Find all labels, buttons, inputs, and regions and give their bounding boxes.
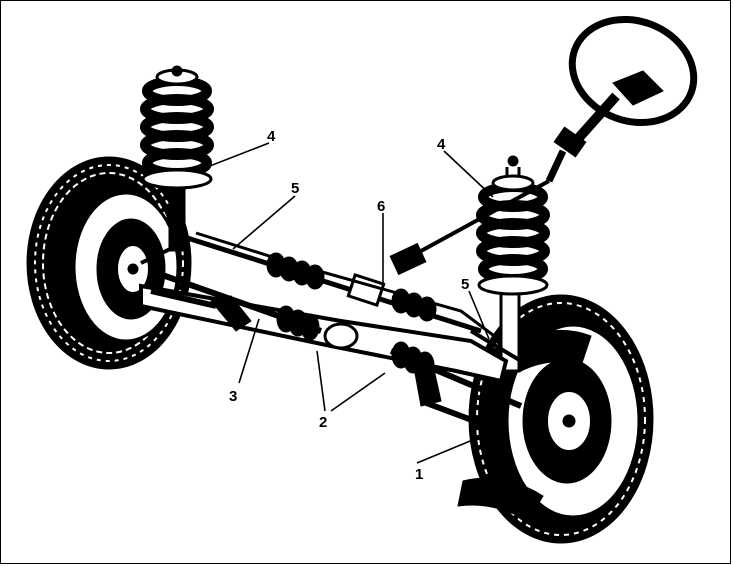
left-strut — [140, 65, 214, 252]
left-strut-nut — [171, 65, 183, 77]
steering-wheel-hub — [612, 70, 664, 106]
right-tyre-tread — [476, 302, 646, 536]
rack-boot-left — [266, 252, 325, 290]
right-tyre-shadow — [457, 477, 544, 522]
callout-2: 2 — [319, 414, 327, 431]
steering-shaft — [545, 149, 567, 183]
leader-5a — [232, 195, 296, 250]
leader-4a — [196, 142, 270, 172]
left-lower-arm — [150, 288, 217, 309]
left-hub-nut — [127, 263, 139, 275]
callout-1: 1 — [415, 466, 423, 483]
stabiliser-bar — [195, 231, 502, 343]
steering-column — [572, 92, 620, 145]
right-lower-arm — [419, 398, 503, 434]
right-hub-nut — [562, 414, 576, 428]
right-strut-top-mount — [491, 174, 535, 192]
leader-3 — [238, 318, 260, 384]
leader-5b — [468, 290, 490, 340]
callout-6: 6 — [377, 198, 385, 215]
right-spring-seat — [477, 274, 549, 296]
left-cv-boot — [276, 305, 320, 341]
steering-universal-joint — [389, 242, 427, 276]
callout-5-right: 5 — [461, 276, 469, 293]
left-spring-seat — [141, 168, 213, 190]
left-coil-spring — [140, 76, 214, 178]
callout-4-right: 4 — [437, 136, 446, 153]
callout-4-left: 4 — [267, 128, 276, 145]
steering-joint-upper — [553, 126, 587, 158]
right-strut-nut — [507, 155, 519, 167]
leader-4b — [443, 150, 494, 198]
gearbox-flange — [323, 322, 359, 350]
callout-3: 3 — [229, 388, 237, 405]
right-cv-boot — [391, 341, 435, 379]
steering-wheel-rim — [568, 15, 698, 127]
left-tyre-tread — [34, 164, 184, 362]
callout-5-left: 5 — [291, 180, 299, 197]
right-mudguard — [510, 329, 592, 372]
leader-1 — [416, 438, 476, 464]
right-tie-rod — [469, 329, 523, 363]
callouts: 1 2 3 4 4 5 5 6 — [229, 128, 469, 483]
leader-2b — [330, 372, 386, 412]
right-strut-rod — [505, 167, 521, 177]
left-tie-rod — [140, 237, 192, 265]
drive-shafts — [150, 268, 523, 409]
right-coil-spring — [476, 182, 550, 284]
leader-2a — [316, 350, 326, 412]
leader-lines — [196, 142, 494, 464]
right-strut — [476, 155, 550, 373]
